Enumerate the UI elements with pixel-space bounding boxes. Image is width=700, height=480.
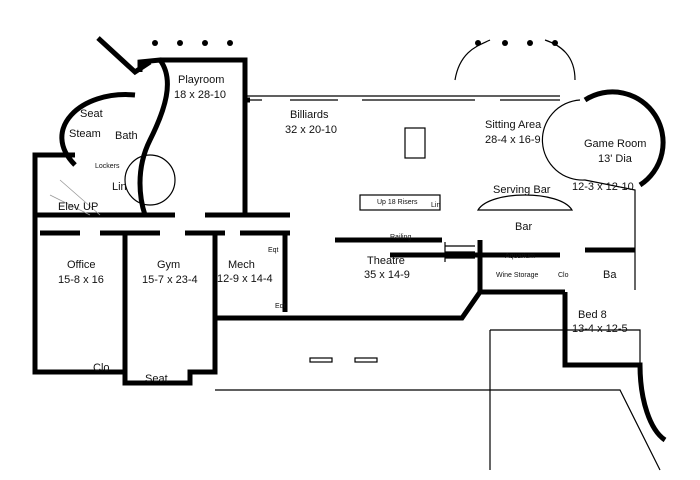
billiards-size: 32 x 20-10 <box>285 124 337 136</box>
mech-label: Mech <box>228 259 255 271</box>
eqt-label-2: Eqt <box>275 303 286 310</box>
sitting-area-label: Sitting Area <box>485 119 542 131</box>
sitting-area-size: 28-4 x 16-9 <box>485 134 541 146</box>
theatre-size: 35 x 14-9 <box>364 269 410 281</box>
stairs-label: Up 18 Risers <box>377 199 418 206</box>
gym-label: Gym <box>157 259 180 271</box>
game-room-label: Game Room <box>584 138 646 150</box>
bed8-label: Bed 8 <box>578 309 607 321</box>
walls <box>32 36 667 471</box>
up-label: UP <box>83 201 98 213</box>
gym-size: 15-7 x 23-4 <box>142 274 198 286</box>
office-size: 15-8 x 16 <box>58 274 104 286</box>
serving-bar-label: Serving Bar <box>493 184 551 196</box>
lin-closet-label: Lin <box>431 202 440 209</box>
playroom-size: 18 x 28-10 <box>174 89 226 101</box>
bath-label: Bath <box>115 130 138 142</box>
closet-office-label: Clo <box>93 362 110 374</box>
playroom-label: Playroom <box>178 74 224 86</box>
elev-label: Elev <box>58 201 80 213</box>
room-labels: Playroom 18 x 28-10 Billiards 32 x 20-10… <box>58 74 646 385</box>
fixtures <box>49 40 574 363</box>
seat-bottom-label: Seat <box>145 373 168 385</box>
seat-label: Seat <box>80 108 103 120</box>
bath-small-label: Ba <box>603 269 617 281</box>
bar-label: Bar <box>515 221 532 233</box>
office-label: Office <box>67 259 96 271</box>
railing-label: Railing <box>390 234 412 241</box>
billiards-label: Billiards <box>290 109 329 121</box>
closet-label: Clo <box>558 272 569 279</box>
steam-label: Steam <box>69 128 101 140</box>
lin-label: Lin <box>112 181 127 193</box>
game-room-dia: 13' Dia <box>598 153 633 165</box>
bed8-size: 13-4 x 12-5 <box>572 323 628 335</box>
theatre-label: Theatre <box>367 255 405 267</box>
aquarium-label: Aquarium <box>505 253 535 260</box>
lockers-label: Lockers <box>95 163 120 170</box>
game-room-size: 12-3 x 12-10 <box>572 181 634 193</box>
eqt-label-1: Eqt <box>268 247 279 254</box>
mech-size: 12-9 x 14-4 <box>217 273 273 285</box>
wine-storage-label: Wine Storage <box>496 272 539 279</box>
